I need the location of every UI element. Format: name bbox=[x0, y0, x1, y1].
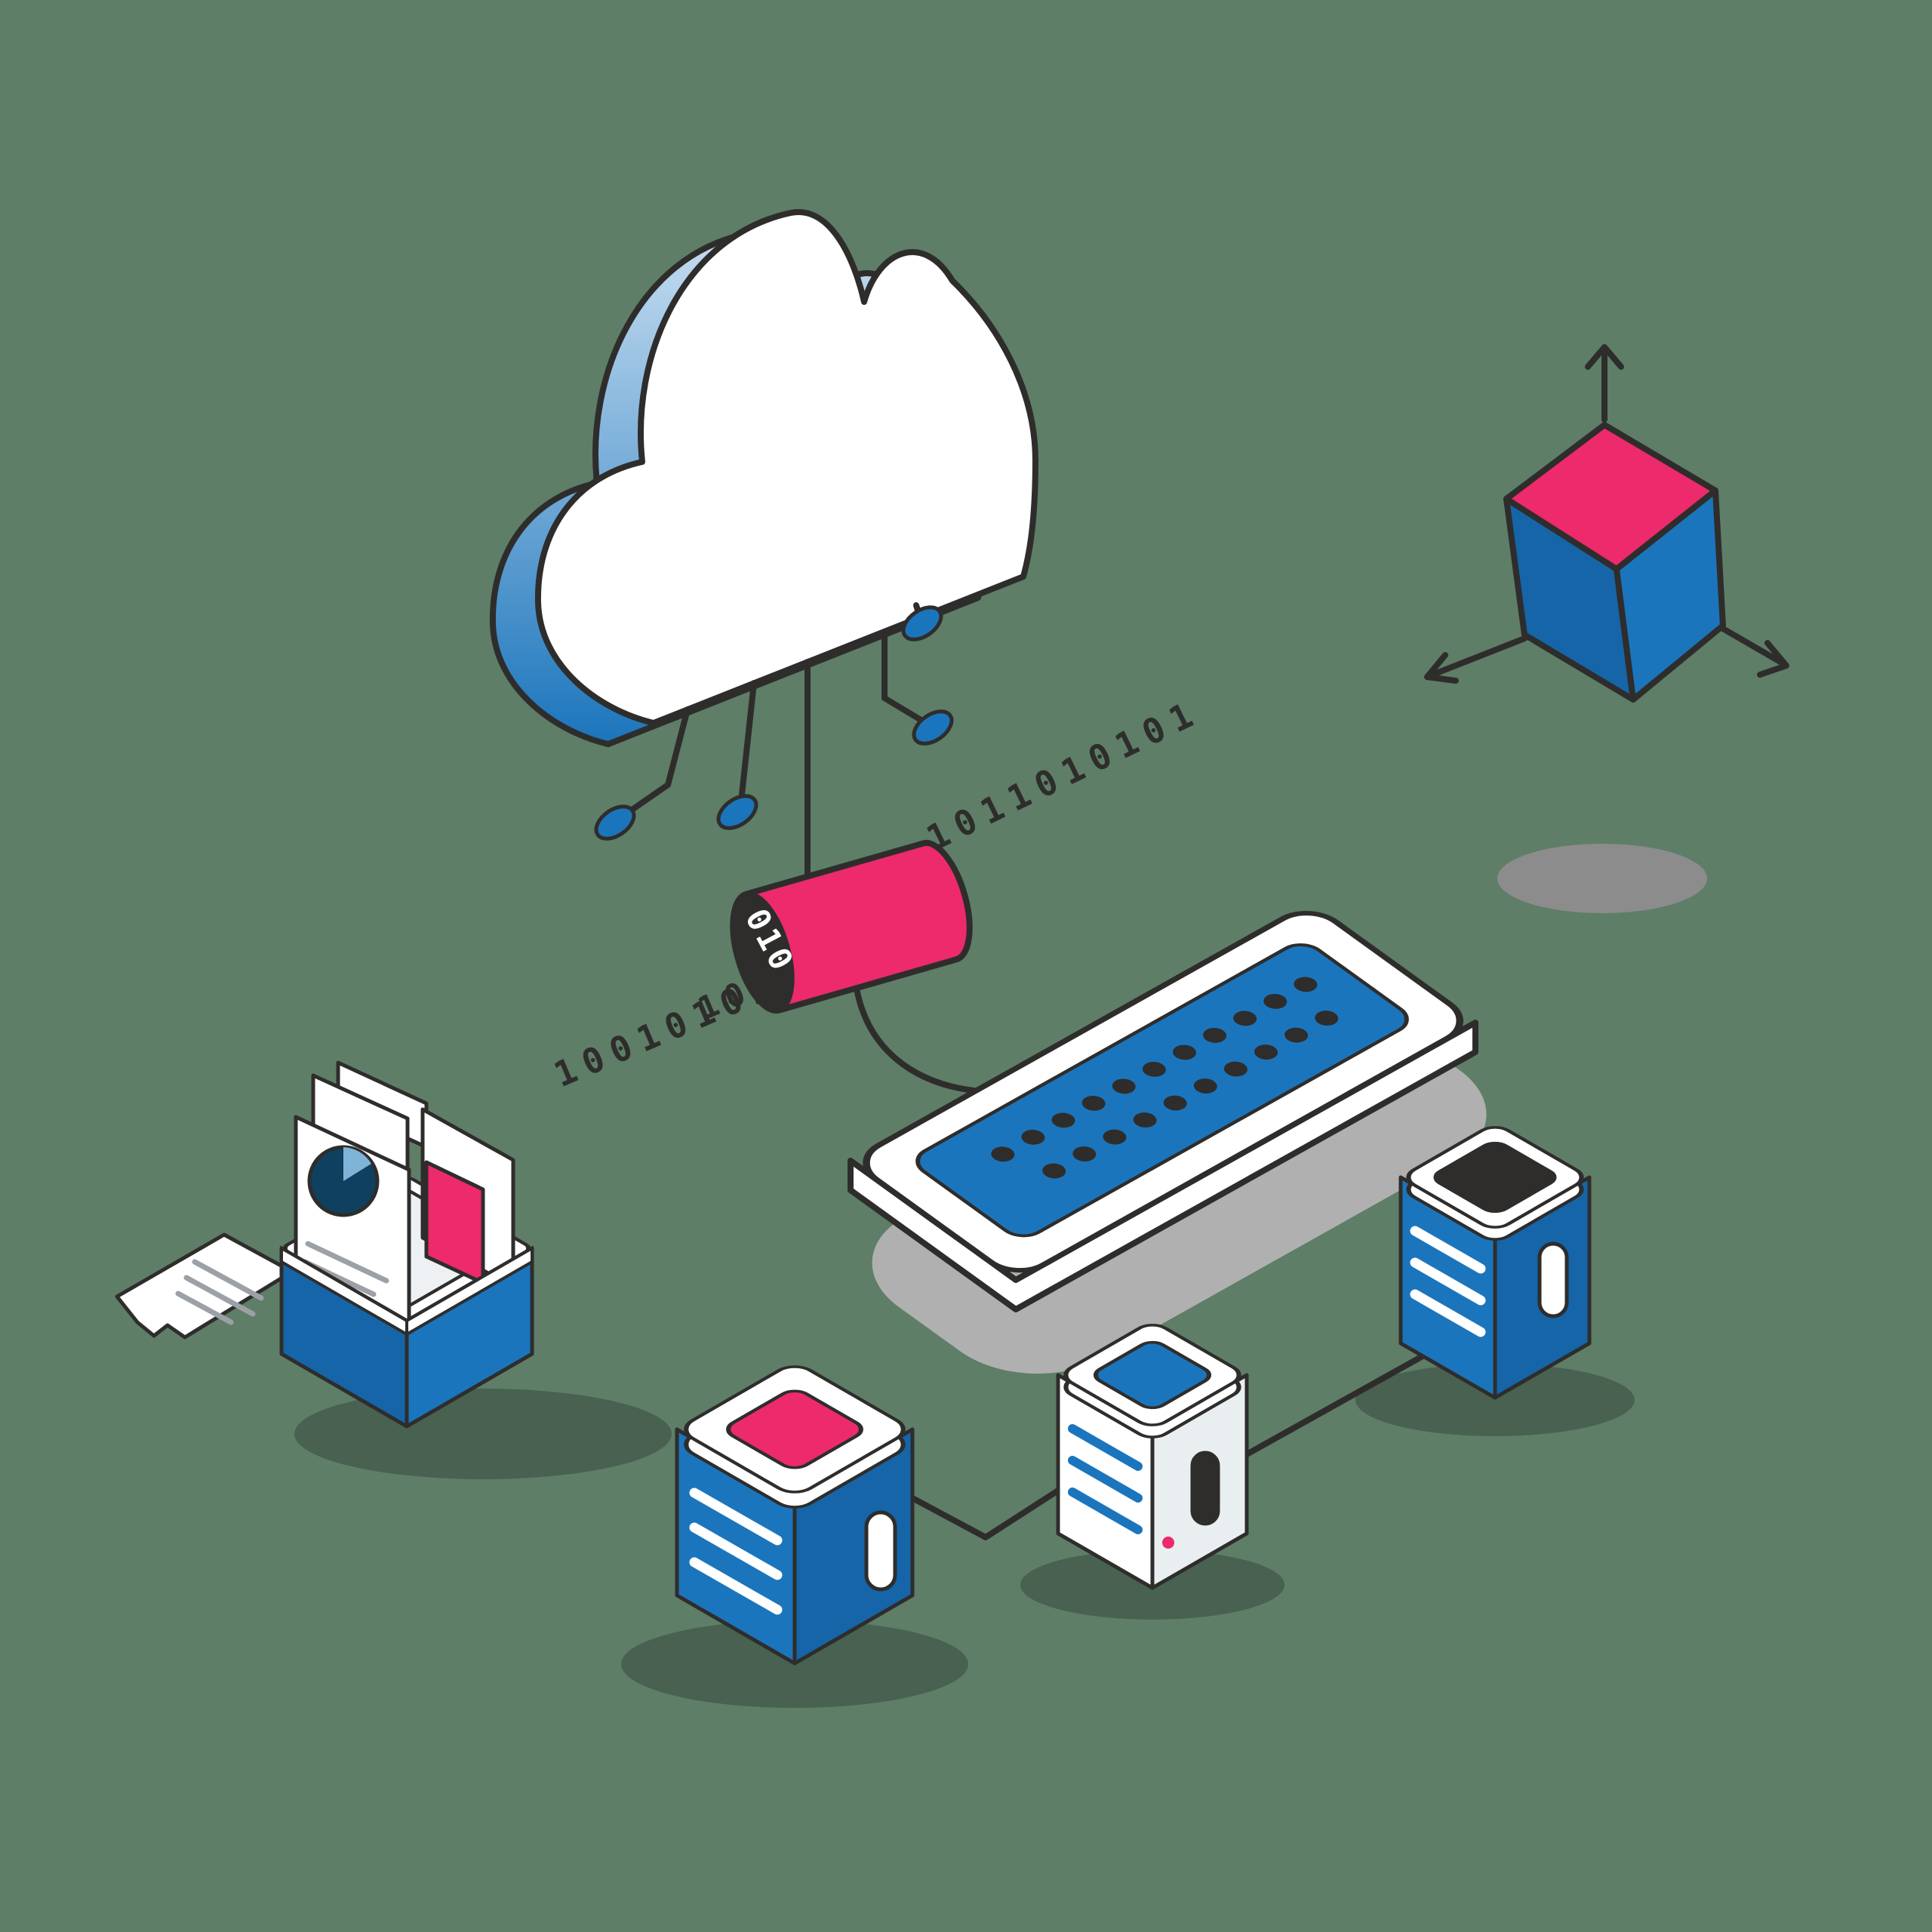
reader-side bbox=[848, 1020, 1478, 1312]
server-tower-right bbox=[1398, 1126, 1592, 1400]
server-handle-pill bbox=[864, 1510, 897, 1592]
server-handle-pill bbox=[1190, 1451, 1220, 1526]
circuit-node-icon bbox=[901, 605, 943, 641]
receipt-paper bbox=[115, 1232, 294, 1340]
circuit-node-icon bbox=[594, 804, 636, 841]
circuit-node-icon bbox=[716, 794, 758, 830]
spool-face bbox=[731, 891, 795, 1013]
cloud-icon bbox=[489, 209, 1038, 747]
server-tower-left bbox=[675, 1365, 915, 1666]
server-top-panel bbox=[1433, 1141, 1557, 1214]
server-top-panel bbox=[726, 1389, 863, 1469]
card-reader bbox=[848, 911, 1487, 1374]
circuit-drops bbox=[594, 602, 954, 895]
pie-chart-slice bbox=[343, 1147, 371, 1181]
server-vents bbox=[1410, 1226, 1486, 1337]
server-tower-middle bbox=[1056, 1324, 1249, 1590]
network-wire-middle-right bbox=[1244, 1353, 1426, 1457]
server-shadow bbox=[1355, 1364, 1635, 1436]
server-vents bbox=[1068, 1424, 1143, 1534]
server-power-led bbox=[1162, 1537, 1174, 1549]
server-top-panel bbox=[1093, 1340, 1212, 1410]
circuit-node-icon bbox=[912, 709, 954, 746]
documents-in-box bbox=[294, 1060, 515, 1346]
spool-to-reader-wire bbox=[854, 986, 977, 1094]
binary-stream-upper: 1011010101 bbox=[920, 691, 1207, 859]
floating-shadow-ellipse bbox=[1497, 844, 1707, 913]
server-handle-pill bbox=[1537, 1241, 1569, 1318]
axis-arrows bbox=[1424, 344, 1789, 684]
document-box bbox=[279, 1060, 534, 1429]
data-spool-cylinder: 010 bbox=[730, 839, 973, 1014]
box-rim-band-right bbox=[405, 1245, 534, 1337]
network-wire-left-middle bbox=[909, 1487, 1061, 1540]
server-vents bbox=[689, 1487, 783, 1615]
reader-dot-matrix bbox=[991, 977, 1339, 1179]
cloud-front-face bbox=[534, 209, 1038, 726]
receipt-text-lines bbox=[175, 1259, 264, 1325]
box-shadow bbox=[294, 1389, 672, 1479]
reader-panel bbox=[915, 943, 1409, 1238]
cube-top-face bbox=[1503, 422, 1718, 572]
document-box-group bbox=[115, 1060, 672, 1479]
axis-cube bbox=[1424, 344, 1789, 703]
